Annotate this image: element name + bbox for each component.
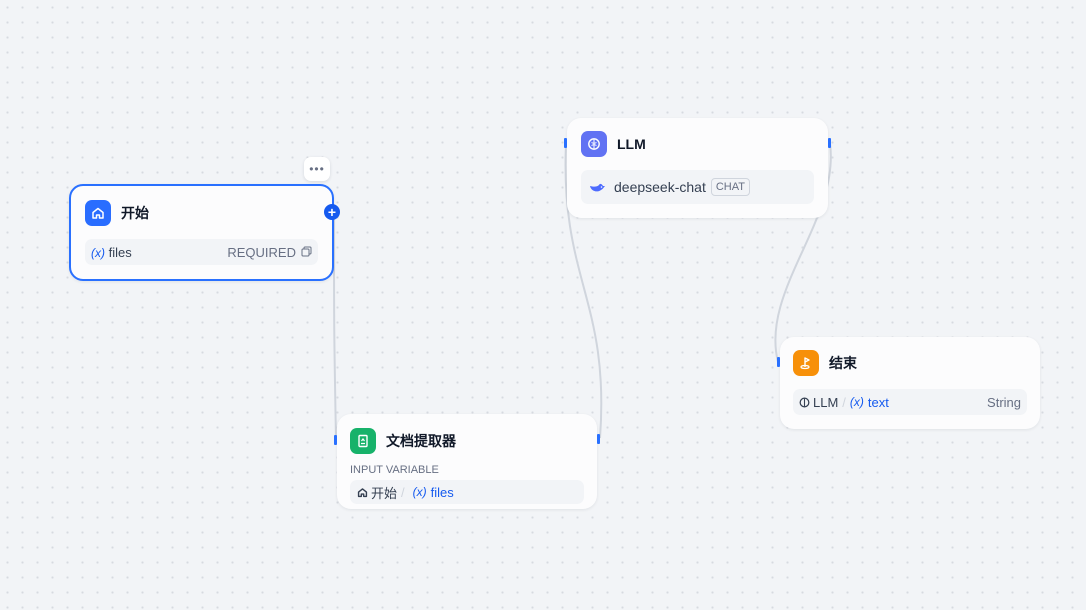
node-start-title: 开始 [121, 205, 149, 221]
output-source-node: LLM [813, 394, 839, 410]
handle-llm-input[interactable] [564, 138, 567, 148]
flag-icon [793, 350, 819, 376]
home-icon [357, 487, 368, 498]
node-start-header: 开始 [85, 200, 318, 226]
model-name: deepseek-chat [614, 179, 706, 195]
input-variable-label: INPUT VARIABLE [350, 464, 439, 476]
node-llm-title: LLM [617, 136, 646, 152]
node-more-button[interactable]: ••• [304, 157, 330, 181]
document-icon [350, 428, 376, 454]
home-icon [85, 200, 111, 226]
handle-extractor-input[interactable] [334, 435, 337, 445]
node-extractor-header: 文档提取器 [350, 428, 584, 454]
add-node-button[interactable]: + [324, 204, 340, 220]
handle-llm-output[interactable] [828, 138, 831, 148]
required-label: REQUIRED [227, 244, 296, 260]
node-end-title: 结束 [829, 355, 857, 371]
node-start[interactable]: 开始 (x) files REQUIRED [69, 184, 334, 281]
variable-name: files [108, 244, 132, 260]
input-source-node: 开始 [371, 485, 398, 501]
whale-icon [589, 181, 606, 194]
node-extractor-title: 文档提取器 [386, 433, 456, 449]
llm-model-row[interactable]: deepseek-chat CHAT [581, 170, 814, 204]
output-variable-name: text [867, 394, 889, 410]
input-variable-name: files [430, 484, 454, 500]
variable-icon: (x) [849, 395, 864, 409]
variable-icon: (x) [91, 245, 105, 260]
copy-icon [301, 245, 312, 260]
node-end[interactable]: 结束 LLM / (x) text String [780, 337, 1040, 429]
node-llm[interactable]: LLM deepseek-chat CHAT [567, 118, 828, 218]
extractor-input-row[interactable]: 开始 / (x) files [350, 480, 584, 504]
variable-icon: (x) [412, 485, 427, 499]
model-mode-badge: CHAT [710, 178, 750, 196]
path-separator: / [401, 484, 405, 500]
node-llm-header: LLM [581, 131, 814, 157]
brain-icon [799, 397, 810, 408]
path-separator: / [842, 394, 846, 410]
output-type: String [987, 394, 1021, 410]
handle-end-input[interactable] [777, 357, 780, 367]
handle-extractor-output[interactable] [597, 434, 600, 444]
start-variable-row[interactable]: (x) files REQUIRED [85, 239, 318, 265]
end-output-row[interactable]: LLM / (x) text String [793, 389, 1027, 415]
brain-icon [581, 131, 607, 157]
node-end-header: 结束 [793, 350, 1027, 376]
node-document-extractor[interactable]: 文档提取器 INPUT VARIABLE 开始 / (x) files [337, 414, 597, 509]
edge-start-to-extractor [333, 211, 337, 441]
